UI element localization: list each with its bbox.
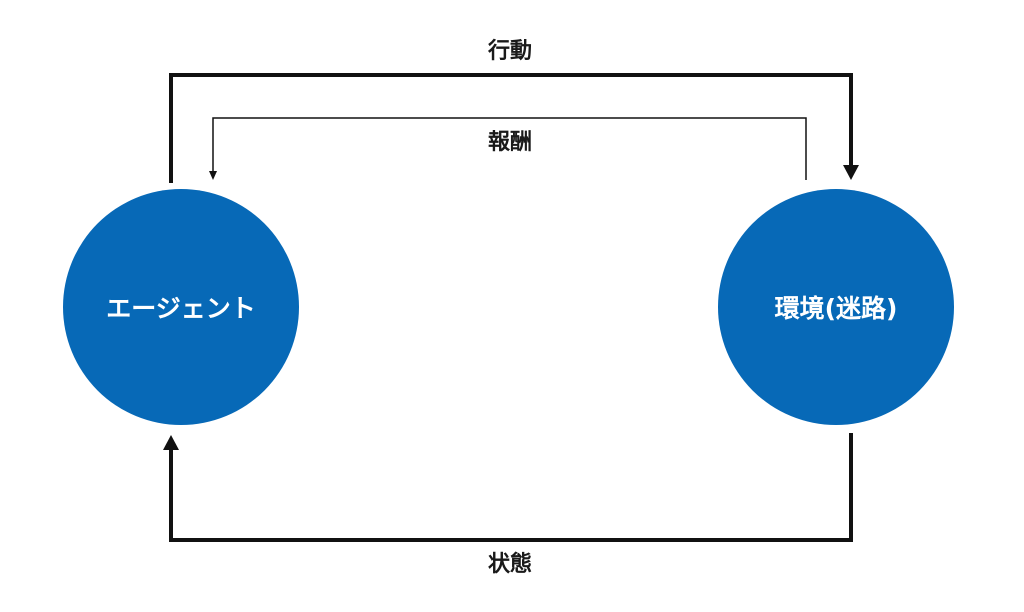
state-arrow [163,433,853,542]
state-arrowhead [163,435,179,450]
state-label: 状態 [487,552,533,577]
agent-label: エージェント [106,294,256,323]
reward-label: 報酬 [487,130,533,155]
action-arrow [169,73,859,183]
action-arrowhead [843,165,859,180]
environment-label: 環境(迷路) [774,294,898,323]
action-label: 行動 [487,39,533,64]
reward-arrow [209,117,807,180]
environment-node: 環境(迷路) [718,189,954,425]
agent-node: エージェント [63,189,299,425]
reward-arrowhead [209,171,217,180]
